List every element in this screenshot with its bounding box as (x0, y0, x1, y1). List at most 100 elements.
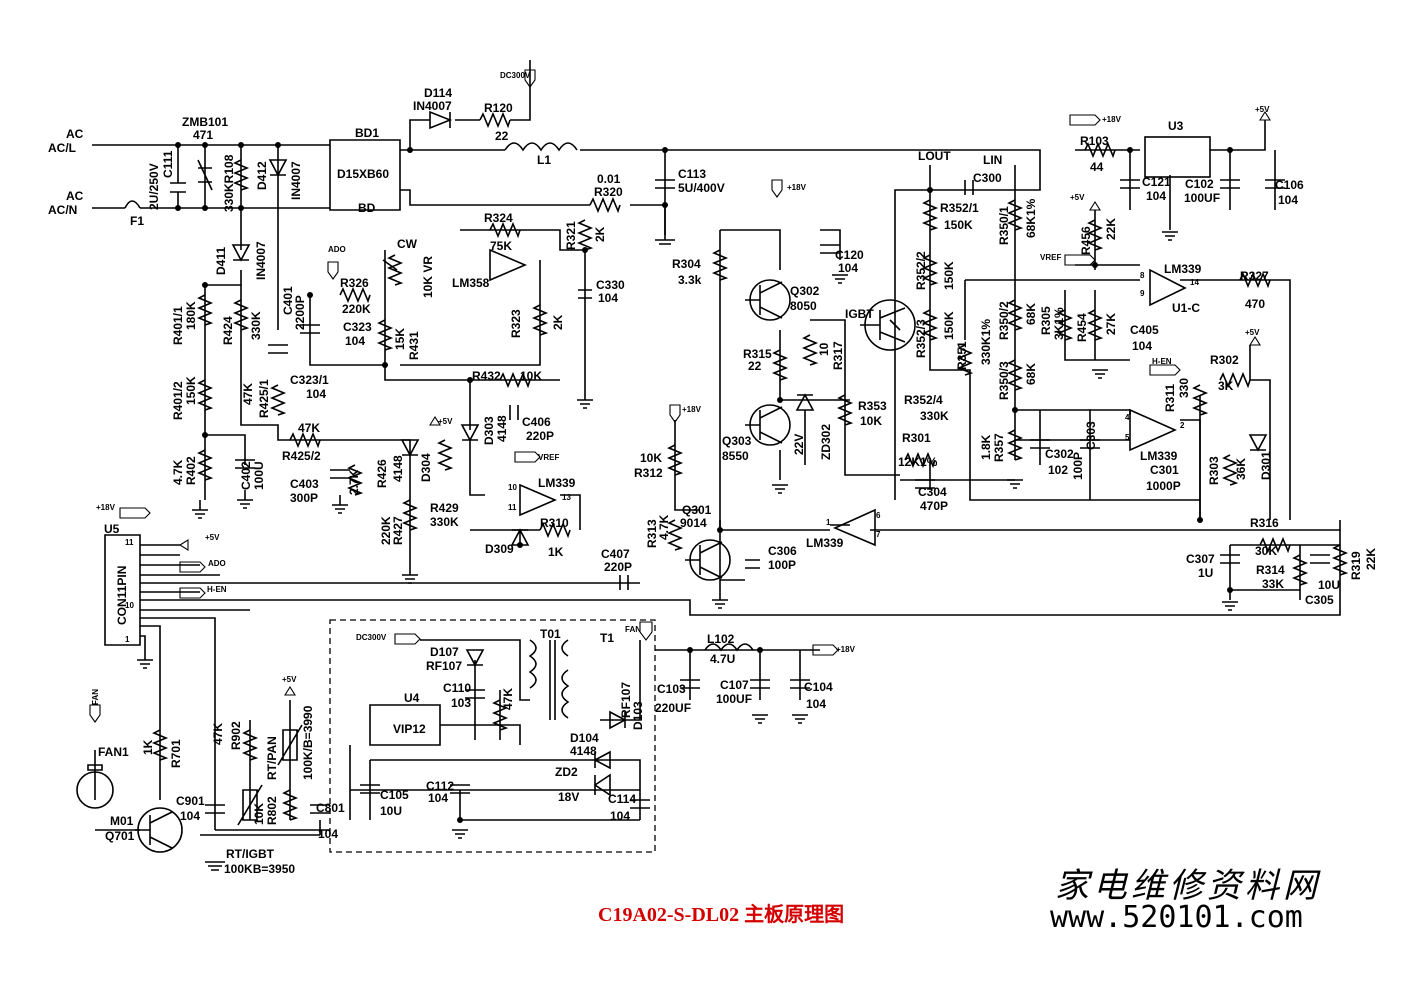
label-c302: C302 (1045, 447, 1074, 461)
label-c402: C402 (239, 461, 253, 490)
label-r327: R327 (1240, 269, 1269, 283)
label-c113: C113 (678, 167, 706, 181)
label-c330: C330 (596, 278, 625, 292)
label-r302: R302 (1210, 353, 1239, 367)
label-104e: 104 (1146, 189, 1166, 203)
label-l1: L1 (537, 153, 551, 167)
label-r310: R310 (540, 516, 569, 530)
label-lin: LIN (983, 153, 1002, 167)
label-47kf: 47K (501, 688, 515, 710)
label-fan-b: FAN (625, 625, 641, 634)
label-10ub: 10U (380, 804, 402, 818)
label-r317: R317 (831, 341, 845, 370)
label-r319: R319 (1349, 551, 1363, 580)
components (76, 69, 1349, 871)
label-hen-a: H-EN (207, 585, 227, 594)
label-p2: 2 (1180, 421, 1185, 430)
label-68k1: 68K1% (1024, 198, 1038, 238)
label-3k1: 3K1% (1052, 307, 1066, 340)
label-22: 22 (495, 129, 509, 143)
label-p8: 8 (1140, 271, 1145, 280)
label-d303: D303 (482, 416, 496, 445)
label-dc300v-b: DC300V (356, 633, 387, 642)
label-p7: 7 (876, 530, 881, 539)
label-r108: 330KR108 (222, 154, 236, 212)
label-22v: 22V (792, 434, 806, 455)
label-10: 10 (508, 483, 517, 492)
label-5vd: +5V (1070, 193, 1085, 202)
label-10kc: 10K (640, 451, 662, 465)
label-100pb: 100P (1071, 452, 1085, 480)
label-c801: C801 (316, 801, 345, 815)
label-in4007c: IN4007 (413, 99, 452, 113)
label-c304: C304 (918, 485, 947, 499)
label-r454: R454 (1075, 313, 1089, 342)
label-lout: LOUT (918, 149, 951, 163)
label-c105: C105 (380, 788, 409, 802)
wires (92, 60, 1341, 853)
label-rf107: RF107 (426, 659, 462, 673)
label-t01: T01 (540, 627, 561, 641)
label-c102: C102 (1185, 177, 1214, 191)
label-igbt: IGBT (845, 307, 874, 321)
label-33kb: 33K (1262, 577, 1284, 591)
label-c106: C106 (1275, 178, 1304, 192)
label-18vz: 18V (558, 790, 579, 804)
label-r103: R103 (1080, 134, 1109, 148)
label-r357: R357 (992, 433, 1006, 462)
label-27k: 2.7K (347, 469, 361, 495)
label-36k: 36K (1234, 458, 1248, 480)
label-8050: 8050 (790, 299, 817, 313)
label-r401-2: R401/2 (171, 381, 185, 420)
label-10k: 10K (520, 369, 542, 383)
label-30k: 30K (1255, 544, 1277, 558)
label-104j: 104 (806, 697, 826, 711)
label-18vd: +18V (1102, 115, 1122, 124)
label-zd302: ZD302 (819, 424, 833, 460)
label-d107: D107 (430, 645, 459, 659)
label-18va: +18V (96, 503, 116, 512)
label-r352-3: R352/3 (914, 319, 928, 358)
label-u1c: U1-C (1172, 301, 1200, 315)
label-1k: 1K (548, 545, 564, 559)
label-330: 330 (1177, 378, 1191, 398)
label-r305: R305 (1039, 306, 1053, 335)
label-2k: 2K (593, 226, 607, 242)
label-c401: C401 (281, 286, 295, 315)
label-4148a: 4148 (495, 415, 509, 442)
label-m01: M01 (110, 814, 134, 828)
label-r902: R902 (229, 721, 243, 750)
label-f1: F1 (130, 214, 144, 228)
label-d412: D412 (255, 161, 269, 190)
label-18k: 1.8K (979, 434, 993, 460)
label-vref-a: VREF (538, 453, 559, 462)
label-220kb: 220K (379, 516, 393, 545)
label-r326: R326 (340, 276, 369, 290)
label-47kb: 47K (298, 421, 320, 435)
label-471: 471 (193, 128, 213, 142)
label-c107: C107 (720, 678, 749, 692)
label-5vf: +5V (282, 675, 297, 684)
label-ado-b: ADO (208, 559, 226, 568)
label-r350-2: R350/2 (997, 301, 1011, 340)
label-ac-top: AC (66, 127, 84, 141)
label-c112: C112 (426, 779, 454, 793)
label-r802: R802 (265, 796, 279, 825)
label-r701: R701 (169, 739, 183, 768)
label-rf107b: RF107 (619, 682, 633, 718)
label-r432: R432 (472, 369, 501, 383)
label-2kb: 2K (551, 314, 565, 330)
label-fan1: FAN1 (98, 745, 129, 759)
label-18ve: +18V (836, 645, 856, 654)
label-18vb: +18V (787, 183, 807, 192)
label-47kd: 4.7K (657, 514, 671, 540)
label-r427: R427 (391, 516, 405, 545)
label-104b: 104 (598, 291, 618, 305)
label-d114: D114 (424, 86, 452, 100)
label-lm339a: LM339 (538, 476, 576, 490)
label-u5: U5 (104, 522, 120, 536)
label-4148c: 4148 (570, 744, 597, 758)
label-c303: C303 (1084, 421, 1098, 450)
label-in4007b: IN4007 (254, 241, 268, 280)
